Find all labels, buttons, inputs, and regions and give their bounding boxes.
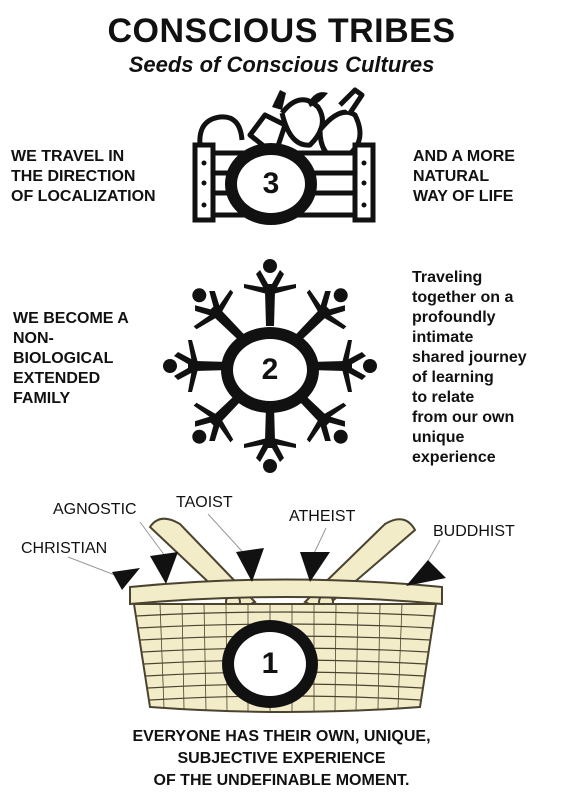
- stage-3-right-text: AND A MORE NATURAL WAY OF LIFE: [413, 147, 515, 207]
- text-line: AND A MORE: [413, 148, 515, 165]
- text-line: profoundly: [412, 309, 496, 326]
- text-line: shared journey: [412, 349, 527, 366]
- person-figure: [295, 391, 348, 444]
- text-line: FAMILY: [13, 390, 71, 407]
- label-taoist: TAOIST: [176, 494, 233, 511]
- text-line: from our own: [412, 409, 515, 426]
- stage-2-left-text: WE BECOME A NON- BIOLOGICAL EXTENDED FAM…: [13, 309, 129, 409]
- text-line: OF THE UNDEFINABLE MOMENT.: [153, 772, 410, 789]
- text-line: WAY OF LIFE: [413, 188, 514, 205]
- text-line: SUBJECTIVE EXPERIENCE: [177, 750, 386, 767]
- text-line: EVERYONE HAS THEIR OWN, UNIQUE,: [132, 728, 431, 745]
- text-line: NON-: [13, 330, 54, 347]
- page-title: CONSCIOUS TRIBES: [107, 12, 456, 50]
- stage-2-number: 2: [261, 353, 279, 386]
- page-subtitle: Seeds of Conscious Cultures: [128, 52, 435, 77]
- label-buddhist: BUDDHIST: [433, 523, 515, 540]
- person-figure: [192, 288, 245, 341]
- text-line: Traveling: [412, 269, 483, 286]
- person-figure: [244, 406, 296, 473]
- stage-1-number: 1: [261, 647, 279, 680]
- text-line: of learning: [412, 369, 494, 386]
- person-figure: [310, 340, 377, 392]
- text-line: EXTENDED: [13, 370, 101, 387]
- text-line: unique: [412, 429, 465, 446]
- text-line: NATURAL: [413, 168, 490, 185]
- stage-3-number: 3: [262, 167, 280, 200]
- text-line: OF LOCALIZATION: [11, 188, 156, 205]
- label-christian: CHRISTIAN: [21, 540, 108, 557]
- person-figure: [295, 288, 348, 341]
- text-line: WE TRAVEL IN: [11, 148, 125, 165]
- person-figure: [192, 391, 245, 444]
- stage-2-right-text: Traveling together on a profoundly intim…: [412, 268, 527, 468]
- text-line: WE BECOME A: [13, 310, 129, 327]
- person-figure: [163, 340, 230, 392]
- text-line: BIOLOGICAL: [13, 350, 114, 367]
- people-ring-illustration: [163, 259, 377, 473]
- label-agnostic: AGNOSTIC: [53, 501, 137, 518]
- label-atheist: ATHEIST: [289, 508, 356, 525]
- text-line: experience: [412, 449, 496, 466]
- basket-illustration: [129, 517, 443, 713]
- text-line: together on a: [412, 289, 514, 306]
- bottom-caption: EVERYONE HAS THEIR OWN, UNIQUE, SUBJECTI…: [0, 726, 563, 792]
- person-figure: [244, 259, 296, 326]
- stage-3-left-text: WE TRAVEL IN THE DIRECTION OF LOCALIZATI…: [11, 147, 156, 207]
- text-line: intimate: [412, 329, 474, 346]
- text-line: to relate: [412, 389, 475, 406]
- text-line: THE DIRECTION: [11, 168, 136, 185]
